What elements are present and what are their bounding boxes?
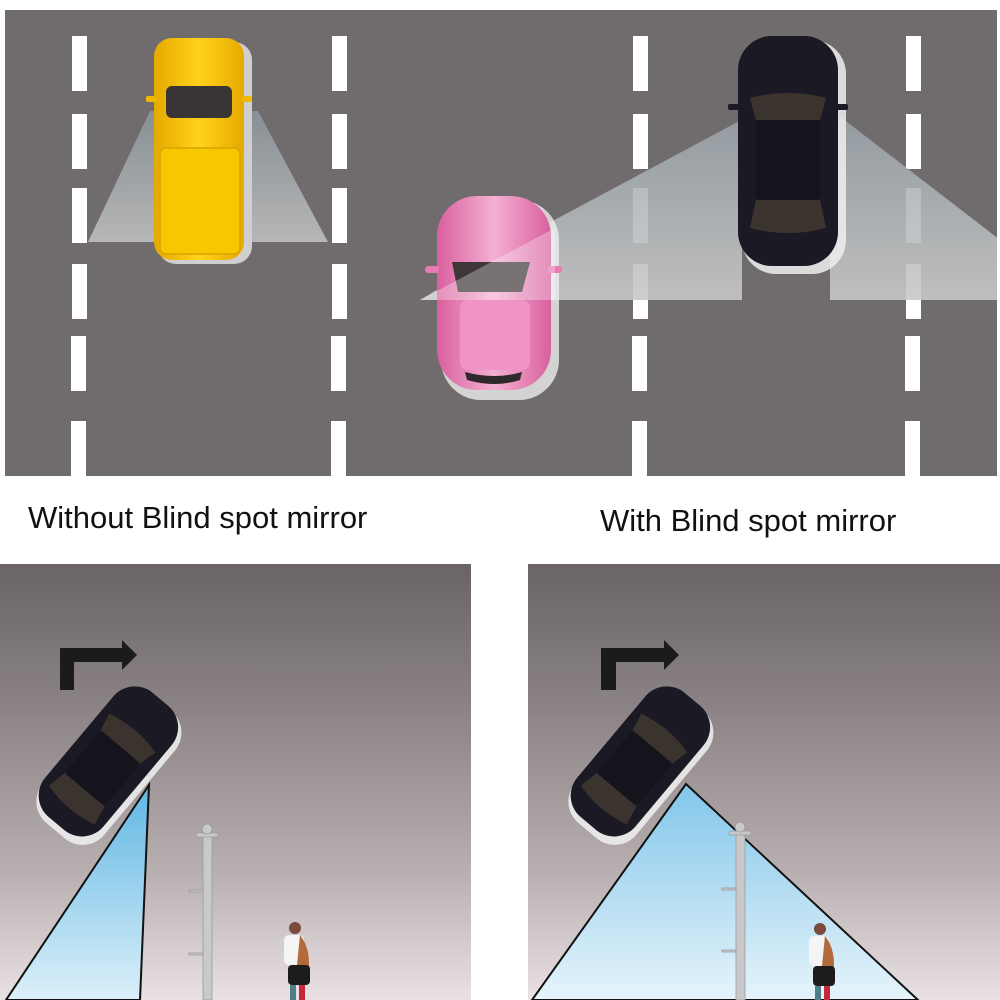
pink-car (420, 196, 562, 400)
turn-right-arrow-icon (60, 640, 137, 690)
pedestrians (284, 922, 310, 1000)
mirror-view-cone-right (830, 118, 997, 300)
view-cone-left (88, 111, 156, 242)
view-cone-narrow (4, 781, 151, 1000)
black-sedan (728, 36, 848, 274)
lamp-post (188, 823, 219, 1000)
lamp-post (721, 821, 752, 1000)
scene-with-mirror-illustration (530, 640, 920, 1000)
scene-with-mirror (528, 564, 1000, 1000)
view-cone-right (252, 111, 328, 242)
black-sedan-turning (568, 686, 714, 845)
road-illustration (71, 36, 997, 476)
top-road-scene (5, 10, 997, 476)
scene-without-mirror-illustration (4, 640, 310, 1000)
yellow-pickup-truck (146, 38, 252, 264)
black-sedan-turning (36, 686, 182, 845)
scene-without-mirror (0, 564, 471, 1000)
caption-with-mirror: With Blind spot mirror (600, 503, 897, 538)
caption-without-mirror: Without Blind spot mirror (28, 500, 368, 535)
pedestrians (809, 923, 835, 1000)
turn-right-arrow-icon (601, 640, 679, 690)
